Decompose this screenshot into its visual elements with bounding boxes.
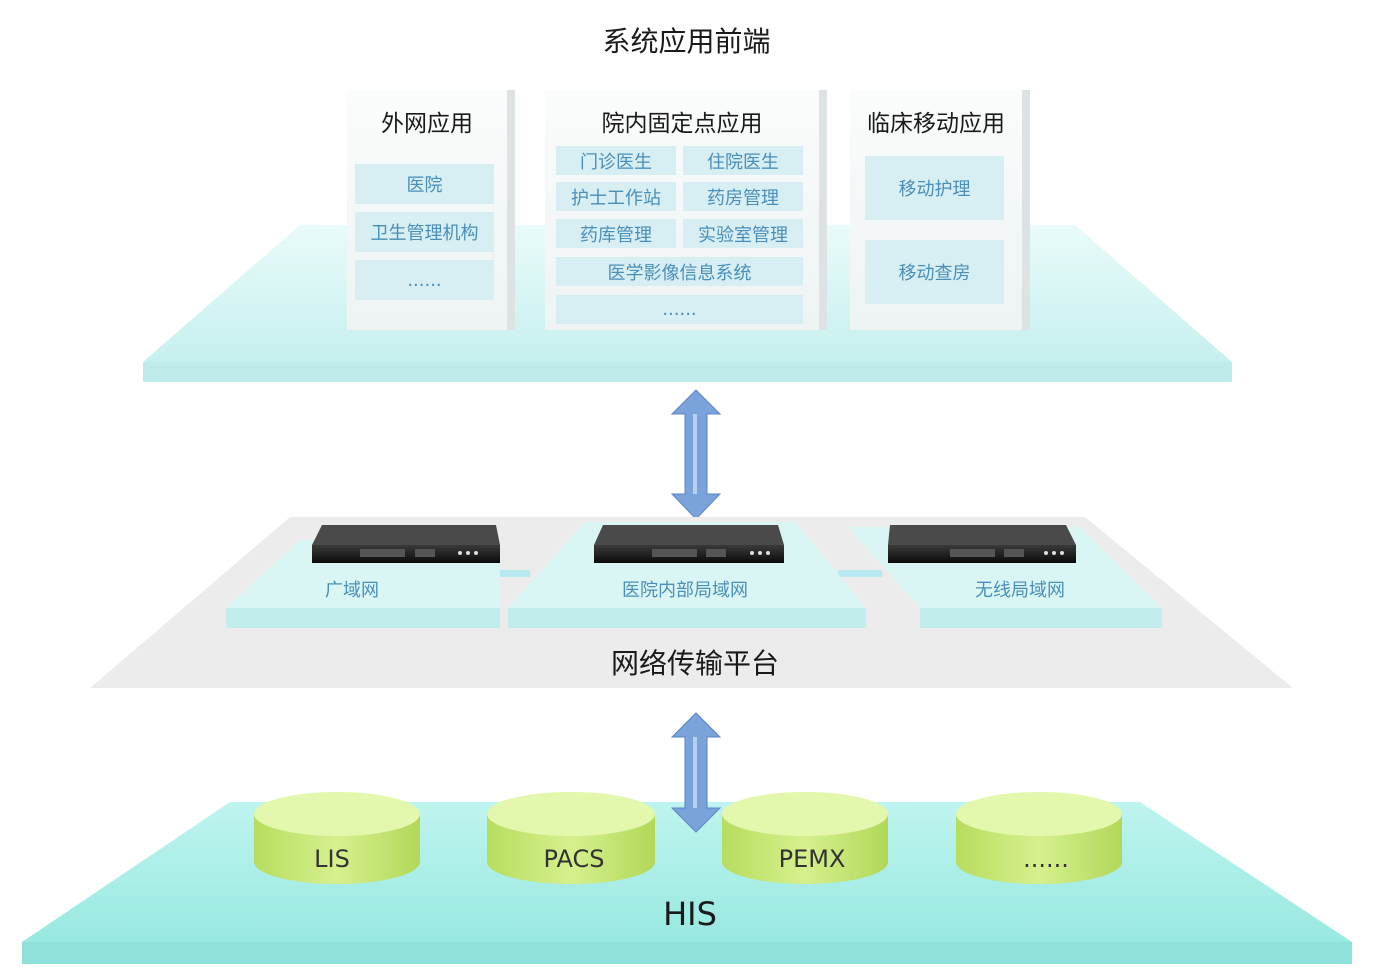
network-title: 网络传输平台 <box>610 647 779 680</box>
database-label-pemx: PEMX <box>778 845 846 873</box>
network-connector <box>490 570 530 577</box>
database-pacs-icon <box>487 792 655 884</box>
app-nurse-station[interactable]: 护士工作站 <box>556 182 676 211</box>
frontend-title: 系统应用前端 <box>602 25 771 58</box>
app-health-admin[interactable]: 卫生管理机构 <box>355 212 494 252</box>
app-outpatient-doctor[interactable]: 门诊医生 <box>556 146 676 175</box>
database-pemx-icon <box>722 792 888 884</box>
app-imaging-system[interactable]: 医学影像信息系统 <box>556 257 803 286</box>
app-external-more[interactable]: ...... <box>355 260 494 300</box>
card-external-title: 外网应用 <box>381 111 473 137</box>
app-mobile-rounds[interactable]: 移动查房 <box>865 240 1004 304</box>
card-internal: 院内固定点应用 门诊医生 住院医生 护士工作站 药房管理 药库管理 实验室管理 … <box>545 90 819 330</box>
card-mobile: 临床移动应用 移动护理 移动查房 <box>850 90 1022 330</box>
app-pharmacy[interactable]: 药房管理 <box>683 182 803 211</box>
database-more-icon <box>956 792 1122 884</box>
card-external: 外网应用 医院 卫生管理机构 ...... <box>347 90 507 330</box>
database-label-pacs: PACS <box>543 845 605 873</box>
double-arrow-icon <box>670 389 722 520</box>
app-drug-warehouse[interactable]: 药库管理 <box>556 219 676 248</box>
database-label-more: ...... <box>1023 845 1069 873</box>
network-switch-icon <box>594 525 784 563</box>
network-label-lan: 医院内部局域网 <box>622 580 748 601</box>
app-hospital[interactable]: 医院 <box>355 164 494 204</box>
network-connector <box>838 570 882 577</box>
card-mobile-title: 临床移动应用 <box>867 111 1005 137</box>
network-switch-icon <box>888 525 1076 563</box>
double-arrow-icon <box>670 712 722 833</box>
app-lab[interactable]: 实验室管理 <box>683 219 803 248</box>
network-label-wlan: 无线局域网 <box>975 580 1065 601</box>
app-inpatient-doctor[interactable]: 住院医生 <box>683 146 803 175</box>
network-switch-icon <box>312 525 500 563</box>
database-lis-icon <box>254 792 420 884</box>
database-label-lis: LIS <box>314 845 350 873</box>
app-internal-more[interactable]: ...... <box>556 295 803 324</box>
his-platform <box>22 802 1352 964</box>
card-internal-title: 院内固定点应用 <box>601 111 763 137</box>
app-mobile-nursing[interactable]: 移动护理 <box>865 156 1004 220</box>
his-title: HIS <box>663 895 717 933</box>
network-label-wan: 广域网 <box>325 580 379 601</box>
